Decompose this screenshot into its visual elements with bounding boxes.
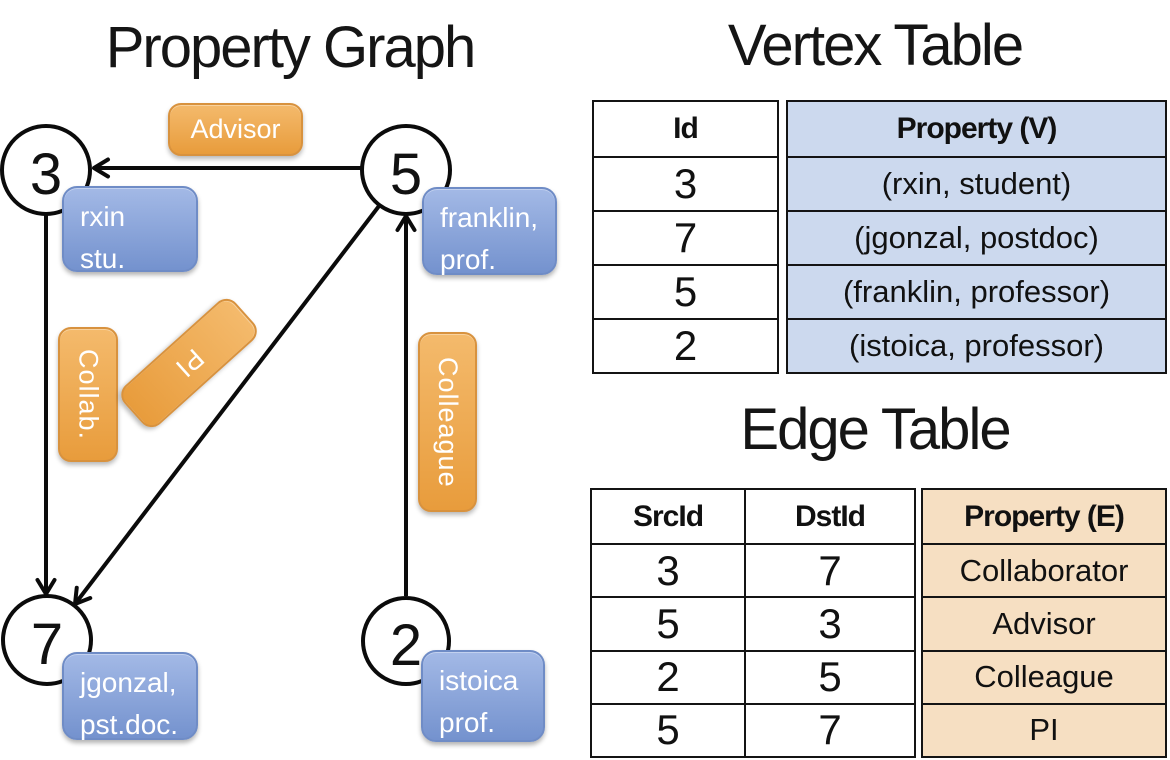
node-3-id: 3 xyxy=(29,142,63,207)
edge-table-dstid-cell: 7 xyxy=(744,543,914,597)
vertex-property-box-2: istoica prof. xyxy=(421,650,545,742)
vertex-property-line: franklin, xyxy=(440,202,539,233)
vertex-table-id-cell: 2 xyxy=(594,318,777,372)
vertex-table-id-cell: 5 xyxy=(594,264,777,318)
edge-table-property-cell: Advisor xyxy=(923,596,1165,649)
vertex-table-property-cell: (rxin, student) xyxy=(788,156,1165,210)
vertex-table-id-cell: 3 xyxy=(594,156,777,210)
vertex-property-line: rxin xyxy=(80,201,126,232)
vertex-property-line: stu. xyxy=(80,243,126,274)
edge-table-property-column: Property (E) Collaborator Advisor Collea… xyxy=(921,488,1167,758)
edge-table-srcid-cell: 3 xyxy=(592,543,744,596)
vertex-property-box-3: rxin stu. xyxy=(62,186,198,274)
edge-label-collab-text: Collab. xyxy=(73,348,104,441)
edge-table-id-columns: SrcId DstId 3 7 5 3 2 5 5 7 xyxy=(590,488,916,758)
edge-table-srcid-cell: 2 xyxy=(592,649,744,703)
node-7-id: 7 xyxy=(30,612,64,677)
edge-table-dstid-cell: 3 xyxy=(744,596,914,650)
edge-pi-5-to-7 xyxy=(73,204,381,606)
vertex-property-line: pst.doc. xyxy=(80,709,179,740)
edge-table-srcid-cell: 5 xyxy=(592,702,744,756)
vertex-property-line: istoica xyxy=(439,665,519,696)
vertex-table-property-column: Property (V) (rxin, student) (jgonzal, p… xyxy=(786,100,1167,374)
vertex-property-line: prof. xyxy=(440,244,497,275)
vertex-table-property-cell: (jgonzal, postdoc) xyxy=(788,210,1165,264)
node-2-id: 2 xyxy=(389,613,423,678)
vertex-table-property-cell: (istoica, professor) xyxy=(788,318,1165,372)
node-5-id: 5 xyxy=(389,142,423,207)
edge-label-pi-text: PI xyxy=(169,343,210,384)
vertex-property-line: jgonzal, xyxy=(80,667,177,698)
vertex-table-property-cell: (franklin, professor) xyxy=(788,264,1165,318)
vertex-table-title: Vertex Table xyxy=(727,13,1024,78)
edge-table-header-property: Property (E) xyxy=(964,499,1125,533)
edge-label-colleague: Colleague xyxy=(418,332,477,512)
edge-table-property-cell: Colleague xyxy=(923,649,1165,703)
vertex-table-header-property: Property (V) xyxy=(896,112,1058,145)
vertex-table-id-cell: 7 xyxy=(594,210,777,264)
edge-table-dstid-cell: 7 xyxy=(744,702,914,756)
vertex-table-id-column: Id 3 7 5 2 xyxy=(592,100,779,374)
edge-table-title: Edge Table xyxy=(740,397,1011,462)
vertex-table-header-id: Id xyxy=(673,112,699,145)
edge-table-property-cell: PI xyxy=(923,702,1165,756)
edge-table-header-srcid: SrcId xyxy=(632,499,704,533)
edge-table-header-dstid: DstId xyxy=(744,490,914,544)
vertex-property-box-7: jgonzal, pst.doc. xyxy=(62,652,198,740)
property-graph-title: Property Graph xyxy=(105,15,477,80)
edge-label-collab: Collab. xyxy=(58,327,118,462)
vertex-property-line: prof. xyxy=(439,707,496,738)
edge-label-colleague-text: Colleague xyxy=(433,356,463,488)
edge-table-srcid-cell: 5 xyxy=(592,596,744,649)
edge-table-property-cell: Collaborator xyxy=(923,543,1165,596)
edge-label-advisor: Advisor xyxy=(168,103,303,156)
edge-label-advisor-text: Advisor xyxy=(190,114,281,144)
edge-table-dstid-cell: 5 xyxy=(744,649,914,703)
vertex-property-box-5: franklin, prof. xyxy=(422,187,557,275)
